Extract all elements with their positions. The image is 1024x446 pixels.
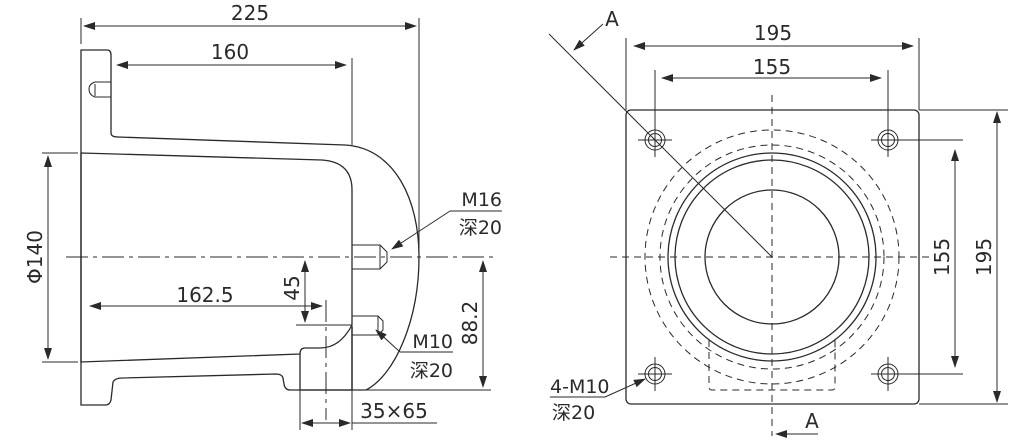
bolt-hole-tr: [871, 123, 963, 157]
dim-162-5: 162.5: [176, 283, 233, 307]
dim-155-width: 155: [753, 55, 791, 79]
bolt-depth-label: 深20: [552, 402, 595, 424]
section-arrow-top: [573, 23, 604, 51]
housing-section: [80, 49, 420, 406]
m16-label: M16: [461, 189, 502, 211]
dim-160: 160: [211, 40, 249, 64]
section-line: [548, 33, 773, 258]
bolt-hole-bl: [638, 357, 672, 391]
leader-arrow: [391, 210, 451, 250]
section-mark-bottom: A: [805, 409, 819, 433]
m16-hole: [352, 244, 388, 270]
m10-label: M10: [412, 331, 453, 353]
m10-depth-label: 深20: [410, 360, 453, 382]
dim-45: 45: [280, 275, 304, 300]
dim-phi140: Φ140: [23, 230, 47, 284]
dim-88-2: 88.2: [458, 301, 482, 346]
section-view: 225 160 Φ140 162.5 45 88.2 35×65: [23, 1, 502, 430]
flange-hole: [88, 81, 111, 98]
dim-155-height: 155: [930, 238, 954, 276]
m16-depth-label: 深20: [459, 217, 502, 239]
dim-225: 225: [231, 1, 269, 25]
bore-cavity: [80, 152, 353, 363]
end-view: A A 195 155 155 195 4-M10 深20: [548, 7, 1008, 438]
leader-arrow: [604, 378, 646, 398]
label-mask: [935, 238, 951, 278]
section-mark-top: A: [605, 7, 619, 31]
dim-195-height: 195: [972, 238, 996, 276]
dim-35x65: 35×65: [360, 399, 428, 423]
bolt-hole-br: [871, 357, 963, 391]
m10-hole: [352, 315, 384, 336]
dim-195-width: 195: [754, 21, 792, 45]
leader-arrow: [375, 329, 401, 353]
bolt-holes-label: 4-M10: [550, 376, 610, 398]
